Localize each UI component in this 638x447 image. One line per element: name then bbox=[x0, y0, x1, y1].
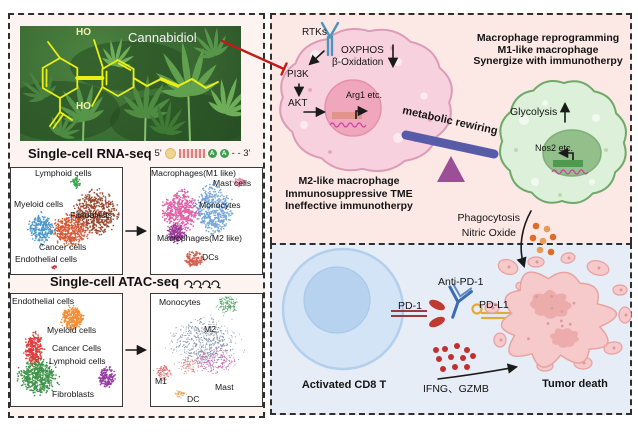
cluster-label: Endothelial cells bbox=[15, 254, 78, 264]
rtks-label: RTKs bbox=[302, 27, 327, 38]
cluster-label: Cancer Cells bbox=[52, 343, 102, 353]
arg1-label: Arg1 etc. bbox=[346, 90, 383, 100]
polya-icon: A bbox=[219, 149, 229, 158]
three-prime-label: - - 3' bbox=[231, 148, 251, 159]
nucleosome-squiggle-icon bbox=[184, 279, 221, 289]
m2-line: Immunosuppressive TME bbox=[285, 187, 413, 200]
phagocytosis-label: Phagocytosis bbox=[457, 212, 520, 224]
cluster-label: Lymphoid cells bbox=[49, 356, 106, 366]
cluster-label: DCs bbox=[202, 252, 219, 262]
cluster-label: M2 bbox=[204, 324, 216, 334]
cluster-label: Macrophages(M1 like) bbox=[151, 168, 237, 178]
cluster-label: Fibroblasts bbox=[52, 389, 95, 399]
nos2-label: Nos2 etc. bbox=[535, 143, 574, 153]
m1-statement-block: Macrophage reprogramming M1-like macroph… bbox=[462, 32, 634, 68]
polya-icon: A bbox=[207, 149, 217, 158]
atacseq-title: Single-cell ATAC-seq bbox=[50, 274, 180, 289]
cluster-label: Cancer cells bbox=[39, 242, 87, 252]
activated-cd8t-label: Activated CD8 T bbox=[301, 379, 387, 391]
five-prime-label: 5' bbox=[154, 148, 162, 159]
atacseq-title-row: Single-cell ATAC-seq bbox=[50, 274, 222, 289]
cluster-label: DC bbox=[187, 394, 200, 404]
cluster-label: Monocytes bbox=[199, 200, 241, 210]
cluster-label: Myeloid cells bbox=[47, 325, 97, 335]
cluster-label: M1 bbox=[155, 376, 167, 386]
cluster-label: Endothelial cells bbox=[12, 296, 75, 306]
barcode-icon bbox=[178, 149, 205, 158]
ho-top-label: HO bbox=[76, 27, 91, 38]
beta-oxidation-label: β-Oxidation bbox=[332, 57, 384, 68]
cannabis-plant-illustration bbox=[0, 26, 252, 149]
ho-bottom-label: HO bbox=[76, 101, 91, 112]
akt-label: AKT bbox=[288, 98, 308, 109]
cluster-label: Lymphoid cells bbox=[35, 168, 92, 178]
cluster-label: Mast bbox=[215, 382, 234, 392]
rnaseq-title: Single-cell RNA-seq bbox=[28, 146, 152, 161]
cluster-label: Fibroblasts bbox=[70, 210, 113, 220]
pd1-label: PD-1 bbox=[398, 300, 422, 312]
pi3k-label: PI3K bbox=[287, 69, 309, 80]
pdl1-label: PD-L1 bbox=[479, 299, 509, 311]
cluster-label: Monocytes bbox=[159, 297, 201, 307]
anti-pd1-label: Anti-PD-1 bbox=[438, 276, 484, 288]
glycolysis-label: Glycolysis bbox=[510, 106, 558, 118]
atacseq-myeloid-umap-box bbox=[150, 293, 263, 407]
cluster-label: Myeloid cells bbox=[14, 199, 64, 209]
nitric-oxide-label: Nitric Oxide bbox=[461, 227, 516, 239]
cytokines-label: IFNG、GZMB bbox=[423, 383, 489, 395]
m1-line: Synergize with immunotherpy bbox=[473, 55, 623, 67]
oxphos-label: OXPHOS bbox=[341, 45, 384, 56]
m2-statement-block: M2-like macrophage Immunosuppressive TME… bbox=[270, 175, 428, 213]
cannabidiol-label: Cannabidiol bbox=[128, 30, 197, 45]
cluster-label: Macrophages(M2 like) bbox=[157, 233, 243, 243]
cluster-label: Mast cells bbox=[213, 178, 252, 188]
tumor-death-label: Tumor death bbox=[542, 378, 608, 390]
m2-line: Ineffective immunotherpy bbox=[285, 200, 413, 212]
rnaseq-title-row: Single-cell RNA-seq 5' A A - - 3' bbox=[28, 146, 250, 161]
m2-line: M2-like macrophage bbox=[298, 175, 400, 187]
cannabis-photo bbox=[0, 26, 252, 149]
m1-line: Macrophage reprogramming bbox=[476, 32, 620, 44]
m1-line: M1-like macrophage bbox=[497, 43, 599, 56]
bead-icon bbox=[164, 148, 176, 159]
